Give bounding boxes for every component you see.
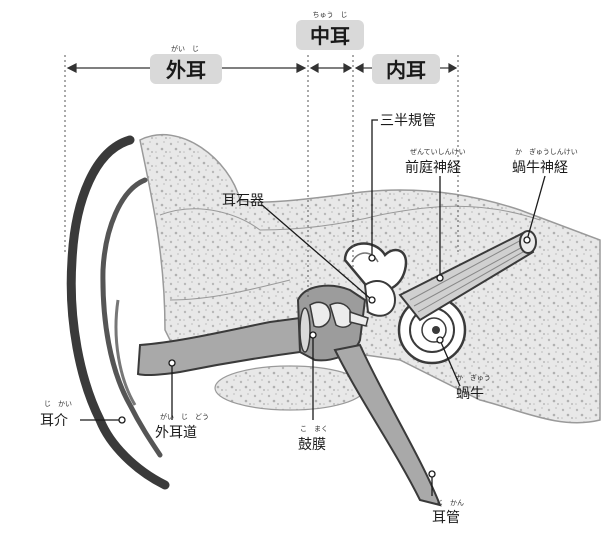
svg-text:がい じ: がい じ — [171, 44, 199, 53]
svg-text:鼓膜: 鼓膜 — [298, 437, 326, 453]
svg-text:じ かい: じ かい — [44, 400, 72, 408]
label-eardrum: こ まく 鼓膜 — [298, 425, 328, 453]
label-cochlea: か ぎゅう 蝸牛 — [456, 373, 491, 402]
label-semicircular-canals: 三半規管 — [380, 113, 436, 129]
svg-text:がい じ どう: がい じ どう — [160, 412, 209, 421]
svg-text:か ぎゅう: か ぎゅう — [456, 373, 491, 382]
svg-text:前庭神経: 前庭神経 — [405, 159, 461, 176]
label-ear-canal: がい じ どう 外耳道 — [155, 412, 209, 441]
label-vestibular-nerve: ぜんていしんけい 前庭神経 — [405, 148, 466, 176]
svg-text:外耳道: 外耳道 — [155, 425, 197, 441]
label-eustachian-tube: じ かん 耳管 — [432, 499, 464, 526]
ear-canal-shape — [136, 316, 301, 377]
svg-text:じ かん: じ かん — [436, 499, 464, 507]
svg-text:三半規管: 三半規管 — [380, 113, 436, 129]
inner-ear-label: 内耳 — [386, 58, 426, 82]
svg-text:耳介: 耳介 — [40, 413, 68, 429]
svg-text:こ まく: こ まく — [300, 425, 328, 433]
inner-ear-shape — [343, 230, 537, 365]
svg-text:ちゅう じ: ちゅう じ — [313, 11, 348, 19]
middle-ear-label: 中耳 — [310, 24, 350, 48]
eustachian-tube-shape — [333, 343, 442, 507]
svg-text:ぜんていしんけい: ぜんていしんけい — [410, 148, 466, 156]
label-auricle: じ かい 耳介 — [40, 400, 72, 429]
svg-text:耳管: 耳管 — [432, 510, 460, 526]
header-middle-ear: ちゅう じ 中耳 — [296, 11, 364, 50]
middle-ear-cavity — [296, 284, 369, 362]
eardrum-shape — [299, 307, 311, 353]
svg-text:か ぎゅうしんけい: か ぎゅうしんけい — [515, 147, 578, 156]
outer-ear-label: 外耳 — [166, 58, 206, 82]
svg-text:蝸牛: 蝸牛 — [456, 386, 484, 402]
header-outer-ear: がい じ 外耳 — [150, 44, 222, 84]
header-inner-ear: 内耳 — [372, 54, 440, 84]
region-arrows — [66, 62, 458, 74]
label-cochlear-nerve: か ぎゅうしんけい 蝸牛神経 — [512, 147, 578, 176]
region-guides — [64, 55, 459, 300]
leader-lines — [80, 119, 546, 496]
svg-text:蝸牛神経: 蝸牛神経 — [512, 160, 568, 176]
label-otolith: 耳石器 — [222, 193, 264, 209]
svg-text:耳石器: 耳石器 — [222, 193, 264, 209]
auricle-shape — [66, 135, 170, 490]
